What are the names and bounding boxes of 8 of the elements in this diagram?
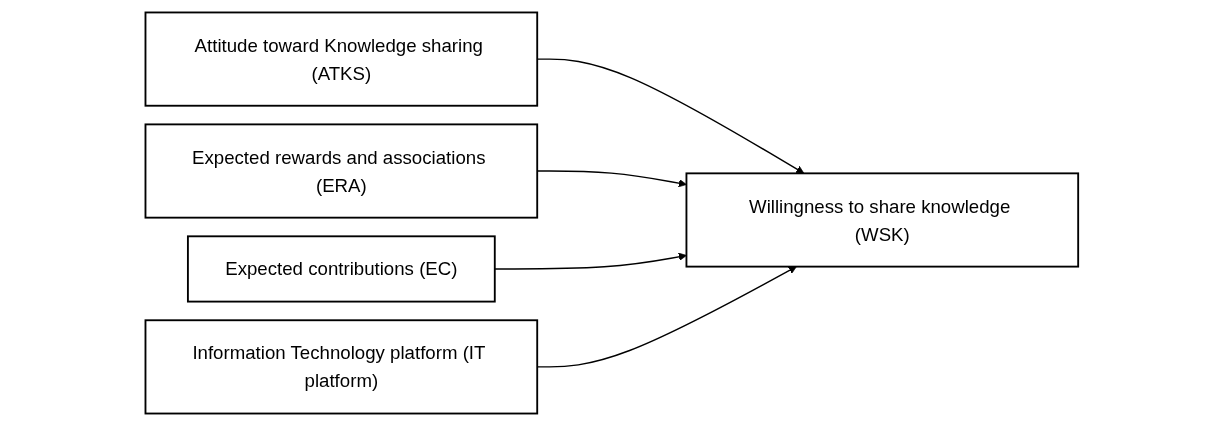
node-box: Expected rewards and associations (ERA) (144, 123, 538, 219)
arrow (536, 58, 804, 174)
node-box: Expected contributions (EC) (186, 235, 496, 303)
node-box: Attitude toward Knowledge sharing (ATKS) (144, 11, 538, 107)
node-box: Willingness to share knowledge (WSK) (685, 172, 1079, 268)
node-box: Information Technology platform (IT platform) (144, 319, 538, 415)
arrow (536, 170, 687, 188)
arrow (536, 266, 797, 368)
